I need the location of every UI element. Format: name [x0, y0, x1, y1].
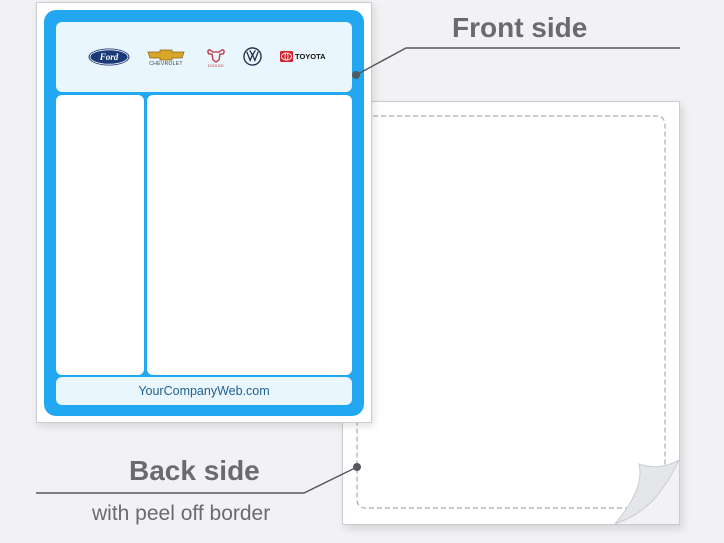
- chevrolet-logo-icon: CHEVROLET: [146, 48, 186, 68]
- blue-frame: Ford CHEVROLET DODGE: [44, 10, 364, 416]
- back-sheet: [342, 101, 680, 525]
- back-leader-line: [36, 466, 358, 494]
- footer-panel: YourCompanyWeb.com: [56, 377, 352, 405]
- front-side-label: Front side: [452, 12, 588, 43]
- back-side-label: Back side: [129, 455, 260, 486]
- logo-panel: Ford CHEVROLET DODGE: [56, 22, 352, 92]
- front-sheet: Ford CHEVROLET DODGE: [36, 2, 372, 423]
- volkswagen-logo-icon: [243, 47, 262, 66]
- right-content-panel: [147, 95, 352, 375]
- peel-corner-icon: [614, 459, 679, 524]
- toyota-logo-icon: TOYOTA: [280, 51, 340, 65]
- front-leader-line: [355, 47, 680, 76]
- footer-url: YourCompanyWeb.com: [138, 384, 270, 398]
- back-side-sublabel: with peel off border: [92, 502, 271, 525]
- dodge-ram-logo-icon: DODGE: [206, 47, 226, 69]
- back-leader-dot: [353, 463, 361, 471]
- front-leader-dot: [352, 71, 360, 79]
- ford-logo-icon: Ford: [88, 48, 130, 66]
- svg-text:Ford: Ford: [99, 52, 119, 62]
- left-content-panel: [56, 95, 144, 375]
